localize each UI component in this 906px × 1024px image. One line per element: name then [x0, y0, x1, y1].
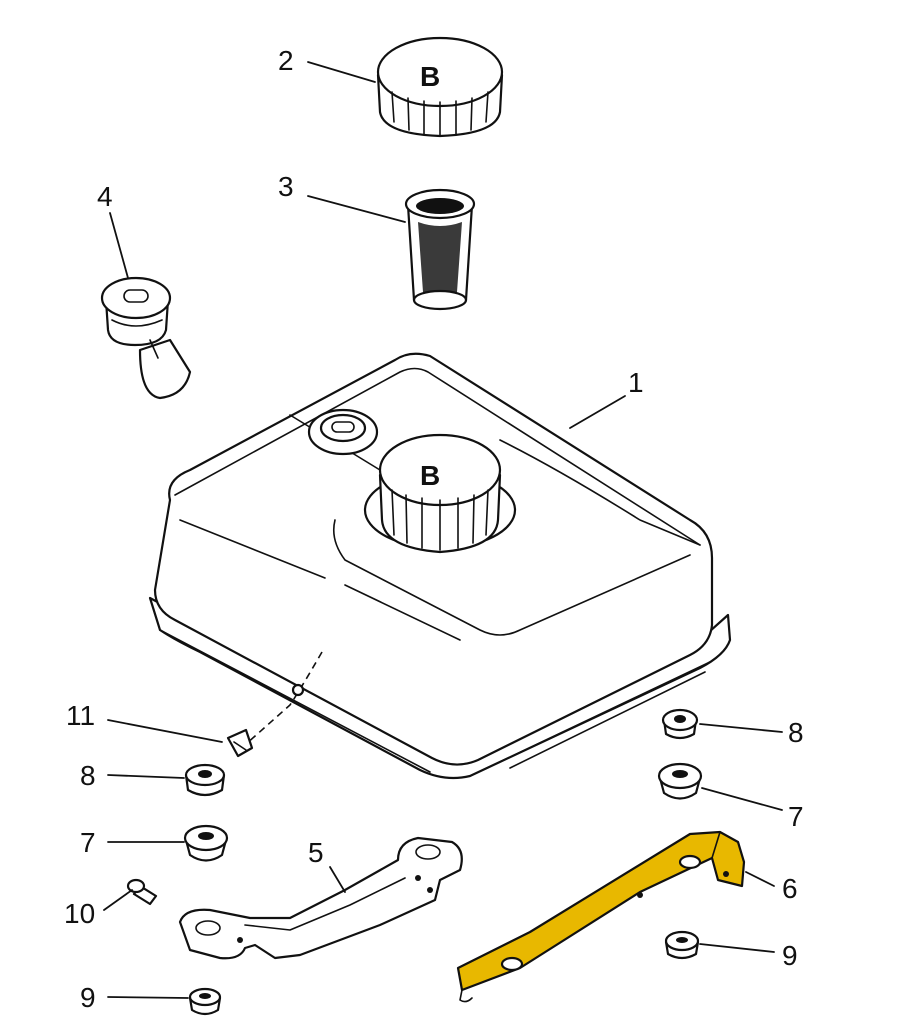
callout-4: 4 — [97, 181, 113, 212]
bolt-left — [188, 987, 222, 1016]
callout-7-left: 7 — [80, 827, 96, 858]
callout-7-right: 7 — [788, 801, 804, 832]
callout-9-right: 9 — [782, 940, 798, 971]
fuel-cap: B — [376, 36, 504, 138]
callout-3: 3 — [278, 171, 294, 202]
callout-1: 1 — [628, 367, 644, 398]
callout-11: 11 — [66, 700, 95, 731]
collar-left — [184, 763, 226, 797]
grommet-left — [183, 824, 229, 862]
bracket-left — [178, 836, 463, 960]
callout-5: 5 — [308, 837, 324, 868]
callout-8-right: 8 — [788, 717, 804, 748]
callout-8-left: 8 — [80, 760, 96, 791]
callout-10: 10 — [64, 898, 95, 929]
svg-text:B: B — [420, 460, 440, 491]
callout-numbers: 2 3 4 1 11 8 7 10 9 5 8 7 6 9 — [64, 45, 804, 1013]
hose-clip — [226, 728, 254, 758]
bolt-bracket — [126, 878, 158, 906]
bracket-right — [456, 830, 746, 1003]
fuel-strainer — [404, 188, 476, 311]
fuel-tank: B — [148, 352, 732, 780]
collar-right — [661, 708, 699, 740]
bolt-right — [664, 930, 700, 960]
leader-lines — [103, 61, 783, 999]
fuel-gauge — [100, 276, 192, 400]
svg-text:B: B — [420, 61, 440, 92]
callout-6: 6 — [782, 873, 798, 904]
callout-2: 2 — [278, 45, 294, 76]
grommet-right — [657, 762, 703, 800]
callout-9-left: 9 — [80, 982, 96, 1013]
